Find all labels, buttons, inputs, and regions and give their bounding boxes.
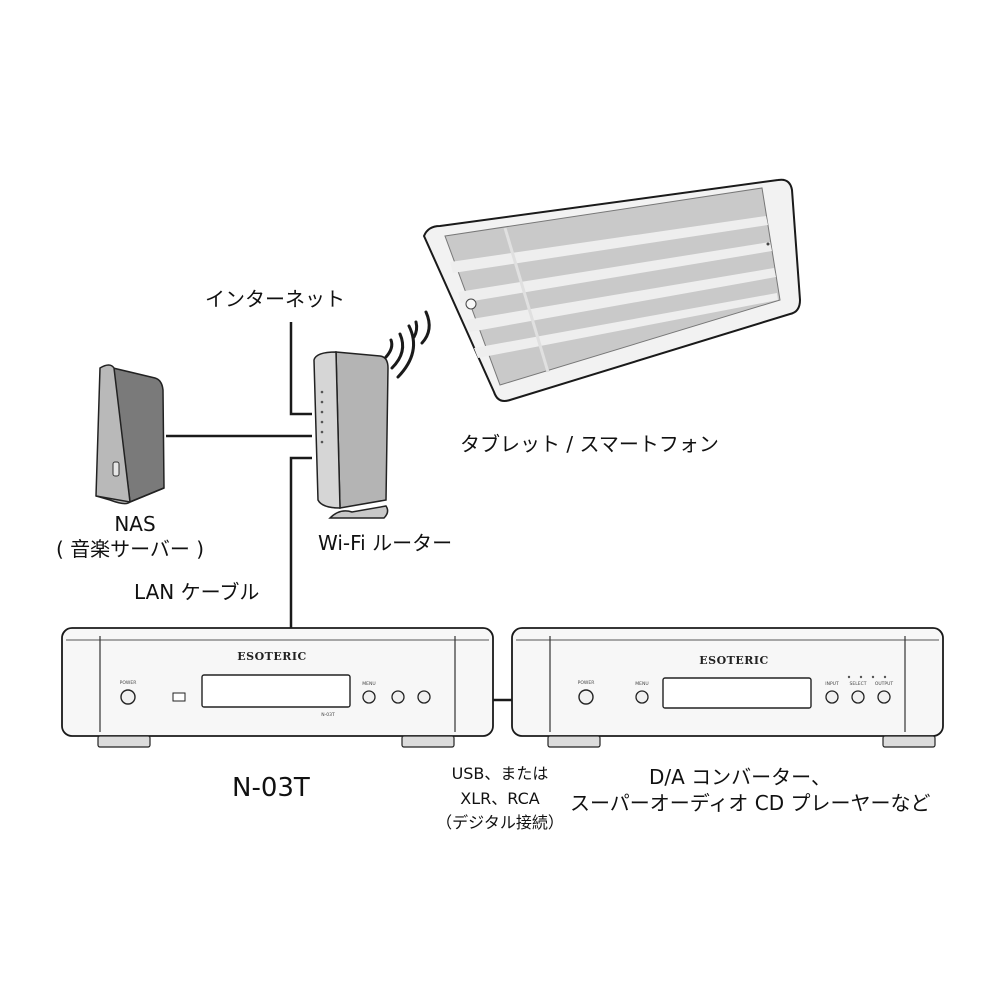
converter-foot-left — [547, 735, 601, 748]
nas-device — [95, 364, 165, 505]
n03t-device: ESOTERIC POWER N-03T MENU — [61, 627, 494, 748]
nas-indicator — [112, 461, 120, 477]
tablet-device — [422, 178, 802, 402]
converter-output-button — [877, 690, 891, 704]
router-body-side — [335, 351, 389, 509]
n03t-power-label: POWER — [120, 680, 137, 686]
converter-indicator-leds — [847, 675, 887, 679]
n03t-model-tag: N-03T — [321, 712, 335, 718]
converter-menu-button — [635, 690, 649, 704]
n03t-display — [201, 674, 351, 708]
converter-power-label: POWER — [578, 680, 595, 686]
nas-label: NAS — [114, 512, 156, 536]
converter-display — [662, 677, 812, 709]
tablet-camera — [766, 242, 770, 246]
tablet-screen-rows — [450, 216, 778, 358]
nas-sublabel: ( 音楽サーバー ) — [55, 537, 205, 561]
connection-label-line-1: USB、または — [451, 764, 549, 783]
n03t-brand: ESOTERIC — [237, 650, 307, 663]
tablet-home-button — [465, 298, 477, 310]
router-label: Wi-Fi ルーター — [318, 531, 453, 555]
internet-line — [289, 322, 312, 416]
converter-output-label: OUTPUT — [875, 681, 894, 687]
converter-label-line-2: スーパーオーディオ CD プレーヤーなど — [570, 791, 931, 815]
n03t-button-3 — [417, 690, 431, 704]
converter-select-label: SELECT — [850, 681, 867, 687]
converter-power-button — [578, 689, 594, 705]
router-stand — [328, 505, 389, 519]
n03t-foot-left — [97, 735, 151, 748]
tablet-sidebar-divider — [503, 227, 550, 373]
connection-label-line-2: XLR、RCA — [460, 789, 540, 808]
router-to-player-line — [289, 456, 312, 628]
n03t-button-2 — [391, 690, 405, 704]
tablet-screen — [444, 187, 781, 386]
converter-foot-right — [882, 735, 936, 748]
nas-base — [95, 487, 165, 503]
router-body-front — [313, 351, 341, 509]
converter-label-line-1: D/A コンバーター、 — [649, 765, 831, 789]
n03t-usb-port — [172, 692, 186, 702]
lan-cable-label: LAN ケーブル — [134, 580, 260, 604]
converter-brand: ESOTERIC — [699, 654, 769, 667]
wifi-signal-icon — [384, 310, 431, 379]
converter-input-button — [825, 690, 839, 704]
n03t-power-button — [120, 689, 136, 705]
n03t-menu-button — [362, 690, 376, 704]
converter-device: ESOTERIC POWER MENU INPUT SELECT OUTPUT — [511, 627, 944, 748]
connection-label-line-3: （デジタル接続） — [436, 813, 564, 832]
converter-select-button — [851, 690, 865, 704]
router-leds — [320, 390, 324, 444]
connection-lines — [166, 322, 512, 702]
model-label: N-03T — [232, 773, 310, 803]
n03t-foot-right — [401, 735, 455, 748]
converter-menu-label: MENU — [635, 681, 648, 687]
internet-label: インターネット — [205, 287, 345, 311]
tablet-label: タブレット / スマートフォン — [460, 432, 719, 456]
n03t-menu-label: MENU — [362, 681, 375, 687]
converter-input-label: INPUT — [825, 681, 839, 687]
router-device — [313, 351, 389, 519]
